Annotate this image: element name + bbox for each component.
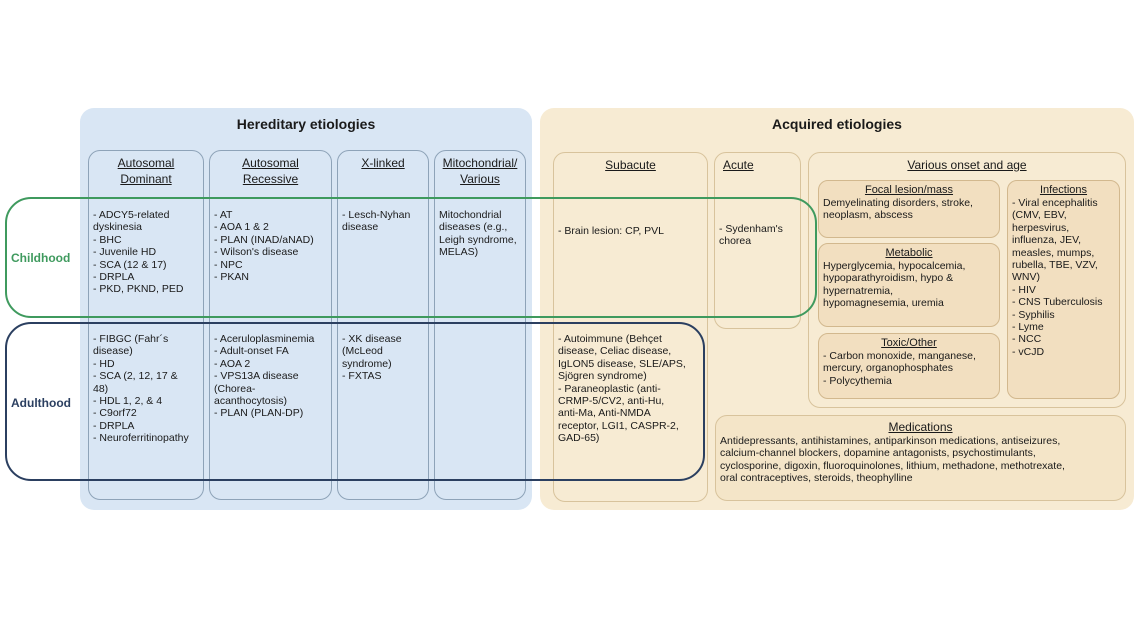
column-various-onset: Various onset and age xyxy=(808,152,1126,408)
hereditary-title: Hereditary etiologies xyxy=(236,116,376,132)
column-mitochondrial: Mitochondrial/ Various Mitochondrial dis… xyxy=(434,150,526,500)
childhood-list: Mitochondrial diseases (e.g., Leigh synd… xyxy=(439,209,517,259)
column-subacute: Subacute - Brain lesion: CP, PVL - Autoi… xyxy=(553,152,708,502)
column-x-linked: X-linked - Lesch-Nyhan disease - XK dise… xyxy=(337,150,429,500)
metabolic-box: Metabolic Hyperglycemia, hypocalcemia, h… xyxy=(818,243,1000,327)
column-header: X-linked xyxy=(361,156,405,170)
column-autosomal-dominant: Autosomal Dominant - ADCY5-related dyski… xyxy=(88,150,204,500)
toxic-other-box: Toxic/Other - Carbon monoxide, manganese… xyxy=(818,333,1000,399)
medications-text: Antidepressants, antihistamines, antipar… xyxy=(720,435,1065,485)
acquired-title: Acquired etiologies xyxy=(772,116,902,132)
infections-text: - Viral encephalitis (CMV, EBV, herpesvi… xyxy=(1012,197,1103,358)
toxic-text: - Carbon monoxide, manganese, mercury, o… xyxy=(823,350,976,387)
adulthood-label: Adulthood xyxy=(11,396,71,410)
childhood-band xyxy=(5,197,817,318)
column-header: Subacute xyxy=(605,158,656,172)
column-header: Acute xyxy=(723,158,754,172)
medications-box: Medications Antidepressants, antihistami… xyxy=(715,415,1126,501)
childhood-list: - ADCY5-related dyskinesia - BHC - Juven… xyxy=(93,209,184,296)
childhood-list: - AT - AOA 1 & 2 - PLAN (INAD/aNAD) - Wi… xyxy=(214,209,314,284)
metabolic-text: Hyperglycemia, hypocalcemia, hypoparathy… xyxy=(823,260,966,310)
metabolic-header: Metabolic xyxy=(885,247,933,259)
column-autosomal-recessive: Autosomal Recessive - AT - AOA 1 & 2 - P… xyxy=(209,150,332,500)
childhood-list: - Sydenham's chorea xyxy=(719,223,783,248)
focal-text: Demyelinating disorders, stroke, neoplas… xyxy=(823,197,973,222)
adulthood-band xyxy=(5,322,705,481)
toxic-header: Toxic/Other xyxy=(881,337,937,349)
column-header: Autosomal Dominant xyxy=(117,156,175,186)
adulthood-list: - Autoimmune (Behçet disease, Celiac dis… xyxy=(558,333,686,445)
childhood-list: - Brain lesion: CP, PVL xyxy=(558,225,665,237)
adulthood-list: - XK disease (McLeod syndrome) - FXTAS xyxy=(342,333,402,383)
column-header: Autosomal Recessive xyxy=(242,156,299,186)
medications-header: Medications xyxy=(888,420,953,434)
childhood-list: - Lesch-Nyhan disease xyxy=(342,209,411,234)
column-header: Various onset and age xyxy=(907,158,1027,172)
column-header: Mitochondrial/ Various xyxy=(442,156,518,186)
column-acute: Acute - Sydenham's chorea xyxy=(714,152,801,329)
adulthood-list: - Aceruloplasminemia - Adult-onset FA - … xyxy=(214,333,315,420)
infections-box: Infections - Viral encephalitis (CMV, EB… xyxy=(1007,180,1120,399)
adulthood-list: - FIBGC (Fahr´s disease) - HD - SCA (2, … xyxy=(93,333,189,445)
childhood-label: Childhood xyxy=(11,251,71,265)
infections-header: Infections xyxy=(1039,184,1088,196)
focal-header: Focal lesion/mass xyxy=(864,184,954,196)
focal-lesion-box: Focal lesion/mass Demyelinating disorder… xyxy=(818,180,1000,238)
hereditary-panel: Hereditary etiologies xyxy=(80,108,532,510)
